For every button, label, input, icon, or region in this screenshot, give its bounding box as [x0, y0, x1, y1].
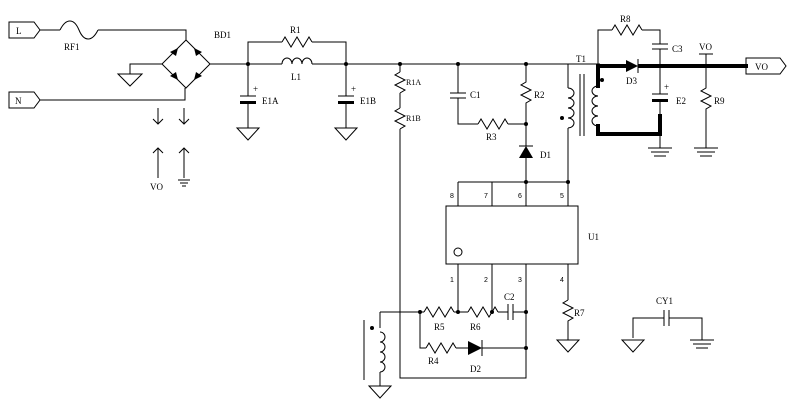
- ground-symbol-e1a: [235, 127, 261, 141]
- vo-net-label-left: VO: [150, 182, 163, 192]
- resistor-r5: R5: [423, 306, 455, 332]
- svg-text:L1: L1: [291, 72, 301, 82]
- svg-text:R1: R1: [290, 25, 301, 35]
- ground-symbol-secondary: [648, 147, 672, 157]
- resistor-r1b: R1B: [393, 107, 421, 130]
- auxiliary-winding: [363, 312, 386, 386]
- resistor-r3: R3: [477, 118, 509, 142]
- svg-text:R8: R8: [620, 14, 631, 24]
- inductor-l1: L1: [281, 57, 313, 82]
- svg-text:E1A: E1A: [262, 96, 279, 106]
- svg-text:E2: E2: [676, 96, 686, 106]
- svg-text:D2: D2: [470, 364, 481, 374]
- diode-d2: D2: [468, 340, 483, 374]
- fuse-rf1: RF1: [59, 20, 99, 52]
- svg-text:R6: R6: [470, 322, 481, 332]
- svg-text:R9: R9: [714, 96, 725, 106]
- capacitor-c3: C3: [652, 43, 683, 66]
- ground-symbol-r9: [694, 147, 718, 157]
- svg-text:+: +: [253, 84, 258, 94]
- resistor-r9: R9: [699, 66, 725, 148]
- svg-text:R2: R2: [534, 90, 545, 100]
- svg-text:R5: R5: [434, 322, 445, 332]
- svg-text:C2: C2: [504, 292, 515, 302]
- resistor-r6: R6: [467, 306, 499, 332]
- resistor-r8: R8: [611, 14, 643, 36]
- svg-text:R3: R3: [486, 132, 497, 142]
- svg-text:R4: R4: [428, 356, 439, 366]
- terminal-output-vo: VO: [745, 57, 787, 75]
- svg-text:R7: R7: [574, 308, 585, 318]
- svg-text:4: 4: [560, 277, 564, 284]
- ground-symbol-aux: [367, 385, 393, 399]
- svg-text:5: 5: [560, 193, 564, 200]
- ground-symbol-r7: [555, 339, 581, 353]
- svg-text:U1: U1: [588, 232, 599, 242]
- capacitor-e2: + E2: [652, 66, 686, 116]
- svg-text:C3: C3: [672, 44, 683, 54]
- svg-text:7: 7: [484, 193, 488, 200]
- svg-text:6: 6: [518, 193, 522, 200]
- svg-text:L: L: [16, 26, 22, 36]
- capacitor-e1b: + E1B: [338, 64, 376, 128]
- svg-text:2: 2: [484, 277, 488, 284]
- capacitor-cy1: CY1: [632, 296, 703, 340]
- terminal-neutral: N: [8, 91, 41, 109]
- svg-text:E1B: E1B: [360, 96, 376, 106]
- capacitor-e1a: + E1A: [240, 64, 279, 128]
- ground-symbol-e1b: [333, 127, 359, 141]
- bridge-rectifier-bd1: BD1: [161, 30, 231, 89]
- resistor-r7: R7: [561, 299, 585, 340]
- svg-text:VO: VO: [755, 62, 768, 72]
- svg-text:C1: C1: [470, 90, 481, 100]
- svg-text:R1B: R1B: [406, 114, 421, 123]
- ground-symbol-cy1-secondary: [690, 339, 714, 349]
- svg-text:3: 3: [518, 277, 522, 284]
- ground-symbol-cy1-primary: [620, 339, 646, 353]
- svg-text:CY1: CY1: [656, 296, 673, 306]
- svg-text:1: 1: [450, 277, 454, 284]
- svg-text:N: N: [15, 96, 22, 106]
- controller-u1: U1 8 7 6 5 1 2 3 4: [445, 182, 599, 312]
- svg-text:T1: T1: [576, 54, 586, 64]
- svg-text:+: +: [351, 84, 356, 94]
- diode-d3: D3: [626, 59, 639, 86]
- terminal-line: L: [8, 21, 41, 39]
- svg-text:+: +: [664, 82, 669, 92]
- resistor-r1a: R1A: [393, 71, 421, 94]
- svg-text:BD1: BD1: [214, 30, 231, 40]
- resistor-r4: R4: [425, 342, 457, 366]
- svg-text:RF1: RF1: [64, 42, 80, 52]
- svg-text:8: 8: [450, 193, 454, 200]
- svg-text:D3: D3: [626, 76, 637, 86]
- vo-net-label-top: VO: [699, 42, 712, 52]
- resistor-r2: R2: [519, 64, 545, 124]
- capacitor-c1: C1: [450, 64, 481, 125]
- startup-arrows: VO: [150, 108, 190, 192]
- svg-text:D1: D1: [540, 150, 551, 160]
- transformer-t1: T1: [560, 54, 604, 182]
- diode-d1: D1: [519, 124, 551, 182]
- svg-text:R1A: R1A: [406, 78, 421, 87]
- ground-symbol-bridge: [116, 73, 144, 87]
- resistor-r1: R1: [281, 25, 313, 48]
- capacitor-c2: C2: [504, 292, 515, 320]
